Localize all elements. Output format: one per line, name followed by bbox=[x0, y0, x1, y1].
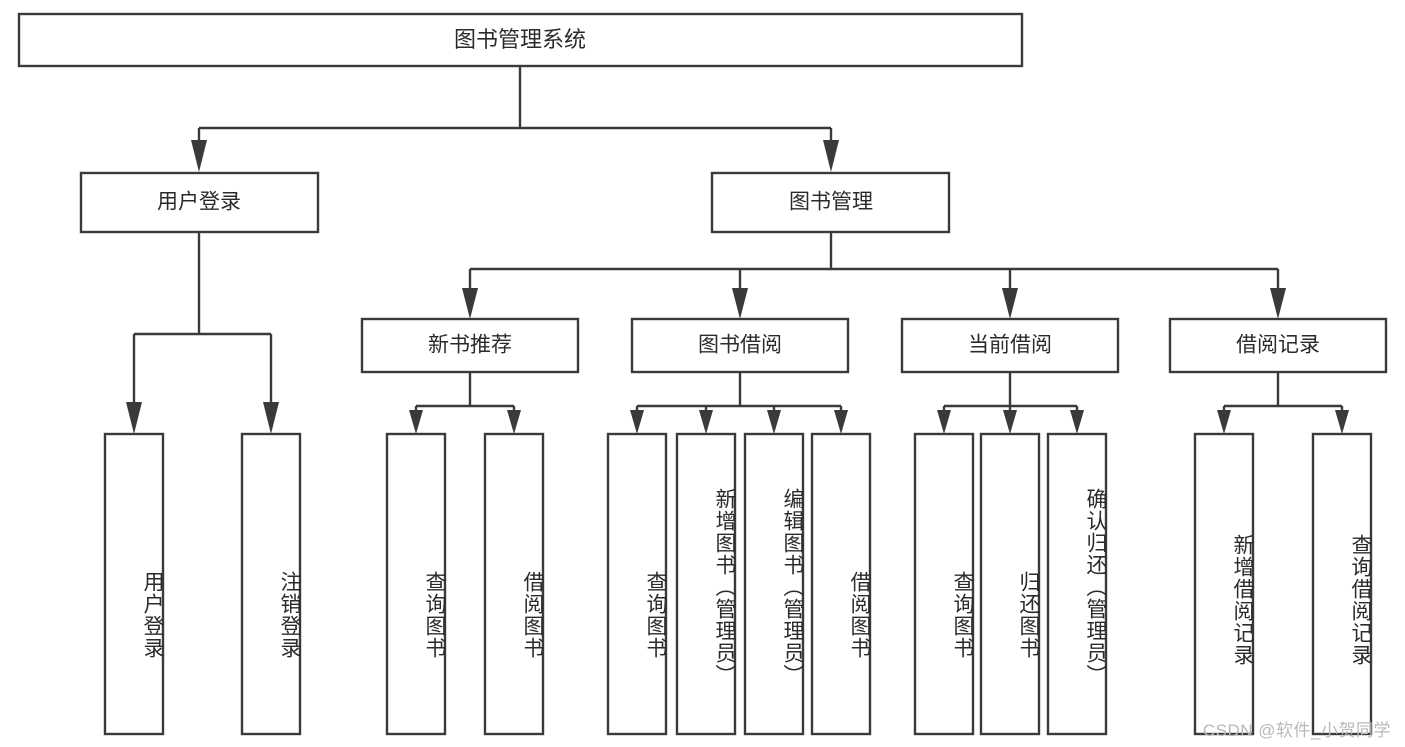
arrow-to-leaf-return-book bbox=[1003, 410, 1017, 434]
arrow-to-new-book-recommend bbox=[462, 288, 478, 319]
arrow-to-user-login bbox=[191, 140, 207, 172]
node-book-management-label: 图书管理 bbox=[789, 191, 873, 214]
arrow-to-book-borrow bbox=[732, 288, 748, 319]
leaf-box-add-record[interactable] bbox=[1193, 432, 1255, 736]
arrow-to-leaf-add-book bbox=[699, 410, 713, 434]
node-book-management[interactable] bbox=[710, 171, 951, 234]
leaf-box-return-book[interactable] bbox=[979, 432, 1041, 736]
leaf-box-edit-book[interactable] bbox=[743, 432, 805, 736]
arrow-to-current-borrow bbox=[1002, 288, 1018, 319]
node-borrow-record[interactable] bbox=[1168, 317, 1388, 374]
arrow-to-leaf-newbook-borrow bbox=[507, 410, 521, 434]
leaf-box-newbook-query[interactable] bbox=[385, 432, 447, 736]
leaf-box-logout[interactable] bbox=[240, 432, 302, 736]
leaf-box-current-query[interactable] bbox=[913, 432, 975, 736]
node-root-label: 图书管理系统 bbox=[454, 27, 586, 52]
arrow-to-leaf-edit-book bbox=[767, 410, 781, 434]
node-current-borrow[interactable] bbox=[900, 317, 1120, 374]
leaf-box-query-record[interactable] bbox=[1311, 432, 1373, 736]
node-book-borrow-label: 图书借阅 bbox=[698, 334, 782, 357]
node-current-borrow-label: 当前借阅 bbox=[968, 334, 1052, 357]
leaf-box-confirm-return[interactable] bbox=[1046, 432, 1108, 736]
arrow-to-leaf-query-record bbox=[1335, 410, 1349, 434]
arrow-to-leaf-current-query bbox=[937, 410, 951, 434]
arrow-to-leaf-add-record bbox=[1217, 410, 1231, 434]
arrow-to-leaf-user-login bbox=[126, 402, 142, 434]
watermark-text: CSDN @软件_小贺同学 bbox=[1202, 721, 1391, 740]
node-new-book-recommend[interactable] bbox=[360, 317, 580, 374]
arrow-to-leaf-borrow-book bbox=[834, 410, 848, 434]
arrow-to-leaf-borrow-query bbox=[630, 410, 644, 434]
arrow-to-book-mgmt bbox=[823, 140, 839, 172]
leaf-box-add-book[interactable] bbox=[675, 432, 737, 736]
node-user-login[interactable] bbox=[79, 171, 320, 234]
node-book-borrow[interactable] bbox=[630, 317, 850, 374]
arrow-to-leaf-confirm-return bbox=[1070, 410, 1084, 434]
leaf-box-newbook-borrow[interactable] bbox=[483, 432, 545, 736]
leaf-box-borrow-query[interactable] bbox=[606, 432, 668, 736]
node-root[interactable] bbox=[17, 12, 1024, 68]
leaf-box-user-login[interactable] bbox=[103, 432, 165, 736]
arrow-to-leaf-newbook-query bbox=[409, 410, 423, 434]
arrow-to-borrow-record bbox=[1270, 288, 1286, 319]
leaf-box-borrow-book[interactable] bbox=[810, 432, 872, 736]
node-user-login-label: 用户登录 bbox=[157, 191, 241, 214]
node-new-book-recommend-label: 新书推荐 bbox=[428, 334, 512, 357]
arrow-to-leaf-logout bbox=[263, 402, 279, 434]
node-borrow-record-label: 借阅记录 bbox=[1236, 334, 1320, 357]
